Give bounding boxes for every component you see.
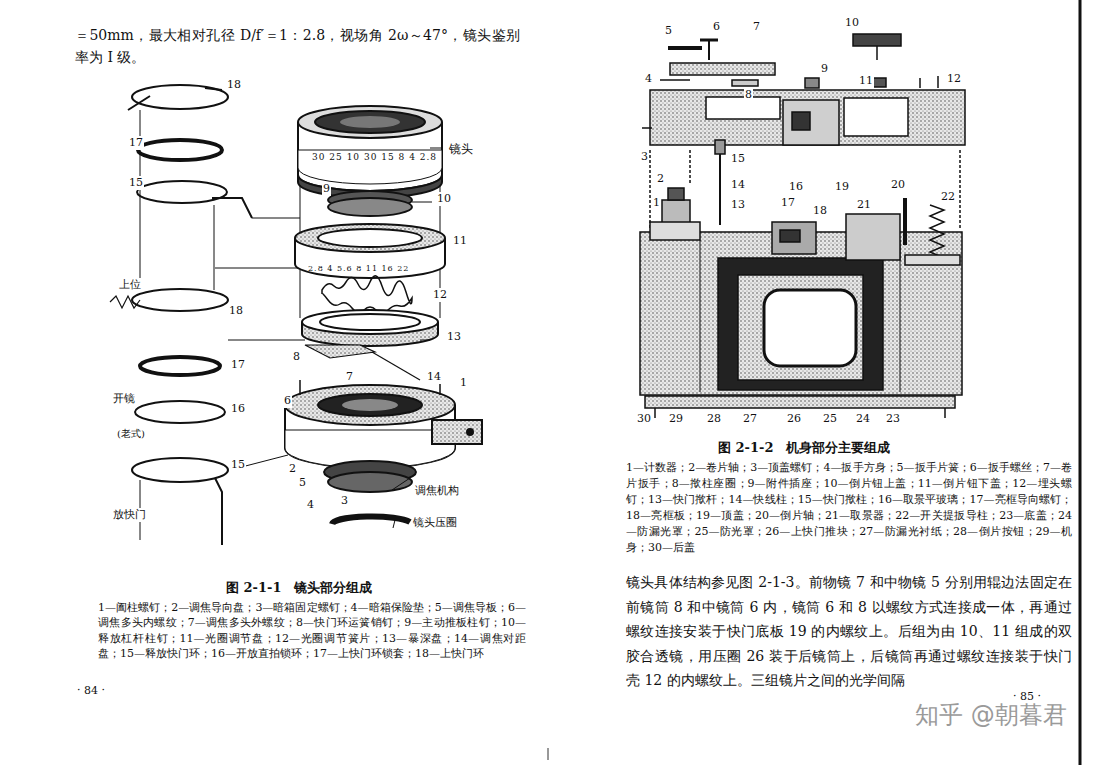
callout-label: 镜头压圈 <box>412 516 458 530</box>
callout-number: 7 <box>345 370 354 384</box>
callout-number: 25 <box>822 412 838 426</box>
callout-number: 12 <box>946 72 962 86</box>
callout-number: 28 <box>706 412 722 426</box>
callout-number: 16 <box>788 180 804 194</box>
callout-number: 2 <box>656 172 665 186</box>
figure-caption: 图 2-1-2 机身部分主要组成 <box>718 440 890 456</box>
callout-label: 调焦机构 <box>414 484 460 498</box>
callout-number: 15 <box>730 152 746 166</box>
figure-caption: 图 2-1-1 镜头部分组成 <box>226 580 372 596</box>
figure-legend: 1—计数器；2—卷片轴；3—顶盖螺钉；4—扳手方身；5—扳手片簧；6—扳手螺丝；… <box>626 460 1072 556</box>
callout-number: 15 <box>230 458 246 472</box>
callout-label: 放快门 <box>112 508 147 522</box>
callout-number: 14 <box>426 370 442 384</box>
body-text: 镜头具体结构参见图 2-1-3。前物镜 7 和中物镜 5 分别用辊边法固定在前镜… <box>626 570 1072 693</box>
callout-number: 5 <box>298 476 307 490</box>
callout-number: 11 <box>452 234 468 248</box>
callout-number: 17 <box>230 358 246 372</box>
callout-label: (老式) <box>116 428 146 441</box>
callout-number: 12 <box>432 288 448 302</box>
callout-number: 11 <box>858 74 874 88</box>
callout-number: 18 <box>226 78 242 92</box>
callout-number: 6 <box>283 394 292 408</box>
callout-number: 2 <box>288 462 297 476</box>
watermark: 知乎 @朝暮君 <box>915 700 1067 730</box>
callout-number: 18 <box>812 204 828 218</box>
callout-number: 4 <box>306 498 315 512</box>
callout-number: 23 <box>885 412 901 426</box>
callout-number: 4 <box>644 72 653 86</box>
callout-number: 13 <box>730 198 746 212</box>
callout-number: 3 <box>340 494 349 508</box>
callout-number: 19 <box>834 180 850 194</box>
callout-number: 5 <box>664 24 673 38</box>
body-text: ＝50mm，最大相对孔径 D/f′＝1：2.8，视场角 2ω～47°，镜头鉴别率… <box>75 24 520 69</box>
callout-number: 13 <box>446 330 462 344</box>
callout-number: 22 <box>940 190 956 204</box>
callout-number: 26 <box>786 412 802 426</box>
callout-label: 镜头 <box>448 142 474 157</box>
callout-label: 开镜 <box>112 392 136 406</box>
callout-number: 9 <box>322 182 331 196</box>
callout-number: 30 <box>636 412 652 426</box>
callout-number: 17 <box>128 136 144 150</box>
callout-label: 上位 <box>118 278 142 292</box>
figure-legend: 1—阖柱螺钉；2—调焦导向盘；3—暗箱固定螺钉；4—暗箱保险垫；5—调焦导板；6… <box>98 600 526 662</box>
callout-number: 20 <box>890 178 906 192</box>
callout-number: 1 <box>652 196 661 210</box>
callout-number: 7 <box>752 20 761 34</box>
callout-number: 1 <box>459 376 468 390</box>
callout-number: 8 <box>292 350 301 364</box>
callout-number: 21 <box>856 198 872 212</box>
scale-text: 2.8 4 5.6 8 11 16 22 <box>308 264 409 274</box>
callout-number: 15 <box>128 176 144 190</box>
callout-number: 3 <box>640 150 649 164</box>
callout-number: 10 <box>436 192 452 206</box>
callout-number: 6 <box>712 20 721 34</box>
page-number: · 84 · <box>76 684 106 698</box>
callout-number: 8 <box>744 88 753 102</box>
scale-text: 30 25 10 30 15 8 4 2.8 <box>312 152 437 163</box>
callout-number: 10 <box>844 16 860 30</box>
callout-number: 29 <box>668 412 684 426</box>
callout-number: 17 <box>780 196 796 210</box>
callout-number: 9 <box>820 62 829 76</box>
callout-number: 16 <box>230 402 246 416</box>
callout-number: 27 <box>742 412 758 426</box>
callout-number: 14 <box>730 178 746 192</box>
callout-number: 24 <box>855 412 871 426</box>
callout-number: 18 <box>228 304 244 318</box>
